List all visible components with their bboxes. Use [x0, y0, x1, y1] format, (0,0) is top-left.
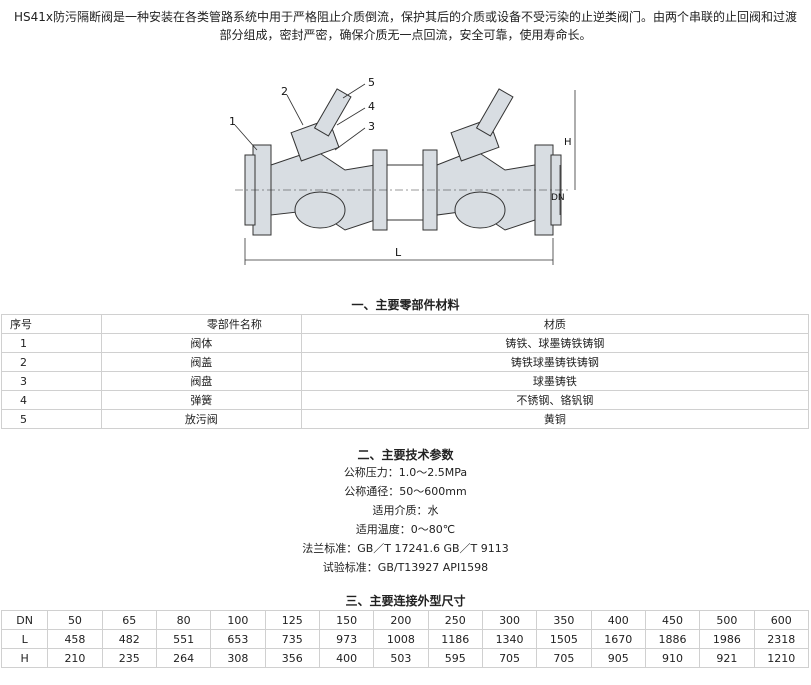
param-line: 适用介质：水	[372, 504, 439, 517]
table-cell: 球墨铸铁	[300, 371, 810, 391]
table-cell: 264	[155, 648, 212, 668]
table-cell: 150	[318, 610, 375, 630]
header-cell: 零部件名称	[100, 314, 302, 334]
table-cell: 705	[481, 648, 538, 668]
table-cell: 450	[644, 610, 701, 630]
table-cell: 905	[590, 648, 646, 668]
callout-3: 3	[368, 120, 375, 133]
callout-5: 5	[368, 76, 375, 89]
row-header: L	[0, 629, 49, 649]
materials-table: 序号 零部件名称 材质 1 阀体 铸铁、球墨铸铁铸钢 2 阀盖 铸铁球墨铸铁铸钢…	[1, 314, 810, 429]
table-cell: 1670	[590, 629, 646, 649]
table-cell: 356	[264, 648, 320, 668]
table-cell: 4	[1, 390, 102, 410]
table-cell: 1505	[536, 629, 592, 649]
table-row: 5 放污阀 黄铜	[1, 409, 810, 429]
table-cell: 100	[210, 610, 266, 630]
table-cell: 5	[1, 409, 102, 429]
dim-h-label: H	[564, 137, 572, 148]
table-header-row: 序号 零部件名称 材质	[1, 314, 810, 334]
table-cell: 503	[373, 648, 429, 668]
table-cell: 2318	[753, 629, 810, 649]
table-cell: 200	[373, 610, 429, 630]
table-cell: 1210	[753, 648, 810, 668]
dim-l-label: L	[395, 246, 402, 259]
table-row: 3 阀盘 球墨铸铁	[1, 371, 810, 391]
section1-title: 一、主要零部件材料	[351, 298, 460, 312]
table-cell: 458	[47, 629, 103, 649]
table-cell: 放污阀	[100, 409, 302, 429]
table-row: 1 阀体 铸铁、球墨铸铁铸钢	[1, 333, 810, 353]
valve-drawing: 1 2 3 4 5 L H DN	[229, 76, 576, 265]
table-cell: 1186	[427, 629, 483, 649]
table-cell: 500	[699, 610, 755, 630]
table-cell: 973	[318, 629, 375, 649]
table-cell: 921	[699, 648, 755, 668]
table-cell: 1886	[644, 629, 701, 649]
table-cell: 210	[47, 648, 103, 668]
table-cell: 482	[101, 629, 157, 649]
header-cell: 序号	[1, 314, 102, 334]
header-cell: 材质	[300, 314, 810, 334]
param-line: 公称通径：50～600mm	[344, 485, 467, 498]
middle-spool	[386, 164, 424, 221]
table-row: 4 弹簧 不锈钢、铬钒钢	[1, 390, 810, 410]
table-cell: 65	[101, 610, 157, 630]
table-cell: 250	[427, 610, 483, 630]
table-cell: 阀体	[100, 333, 302, 353]
table-cell: 弹簧	[100, 390, 302, 410]
table-cell: 阀盘	[100, 371, 302, 391]
table-cell: 910	[644, 648, 701, 668]
section2-title: 二、主要技术参数	[357, 448, 454, 462]
table-cell: 黄铜	[300, 409, 810, 429]
callout-2: 2	[281, 85, 288, 98]
table-row: DN 50 65 80 100 125 150 200 250 300 350 …	[0, 610, 810, 630]
table-cell: 2	[1, 352, 102, 372]
row-header: H	[0, 648, 49, 668]
table-row: 2 阀盖 铸铁球墨铸铁铸钢	[1, 352, 810, 372]
table-cell: 235	[101, 648, 157, 668]
table-cell: 铸铁球墨铸铁铸钢	[300, 352, 810, 372]
table-row: H 210 235 264 308 356 400 503 595 705 70…	[0, 648, 810, 668]
table-cell: 50	[47, 610, 103, 630]
table-cell: 600	[753, 610, 810, 630]
callout-1: 1	[229, 115, 236, 128]
table-cell: 1340	[481, 629, 538, 649]
table-cell: 350	[536, 610, 592, 630]
param-line: 法兰标准：GB／T 17241.6 GB／T 9113	[302, 542, 509, 555]
callout-4: 4	[368, 100, 375, 113]
table-cell: 300	[481, 610, 538, 630]
table-cell: 阀盖	[100, 352, 302, 372]
dim-dn-label: DN	[551, 193, 565, 203]
table-cell: 653	[210, 629, 266, 649]
tech-params: 公称压力：1.0～2.5MPa 公称通径：50～600mm 适用介质：水 适用温…	[0, 463, 811, 577]
table-cell: 308	[210, 648, 266, 668]
table-cell: 1008	[373, 629, 429, 649]
table-cell: 3	[1, 371, 102, 391]
table-cell: 不锈钢、铬钒钢	[300, 390, 810, 410]
table-cell: 1	[1, 333, 102, 353]
table-cell: 735	[264, 629, 320, 649]
param-line: 适用温度：0～80℃	[355, 523, 456, 536]
table-cell: 125	[264, 610, 320, 630]
param-line: 公称压力：1.0～2.5MPa	[343, 466, 468, 479]
table-cell: 1986	[699, 629, 755, 649]
dimensions-table: DN 50 65 80 100 125 150 200 250 300 350 …	[0, 610, 810, 668]
table-cell: 铸铁、球墨铸铁铸钢	[300, 333, 810, 353]
table-cell: 705	[536, 648, 592, 668]
intro-paragraph: HS41x防污隔断阀是一种安装在各类管路系统中用于严格阻止介质倒流，保护其后的介…	[13, 10, 798, 42]
table-cell: 400	[318, 648, 375, 668]
table-cell: 80	[155, 610, 212, 630]
table-cell: 551	[155, 629, 212, 649]
param-line: 试验标准：GB/T13927 API1598	[322, 561, 489, 574]
table-cell: 400	[590, 610, 646, 630]
table-row: L 458 482 551 653 735 973 1008 1186 1340…	[0, 629, 810, 649]
row-header: DN	[0, 610, 49, 630]
table-cell: 595	[427, 648, 483, 668]
section3-title: 三、主要连接外型尺寸	[345, 594, 466, 608]
